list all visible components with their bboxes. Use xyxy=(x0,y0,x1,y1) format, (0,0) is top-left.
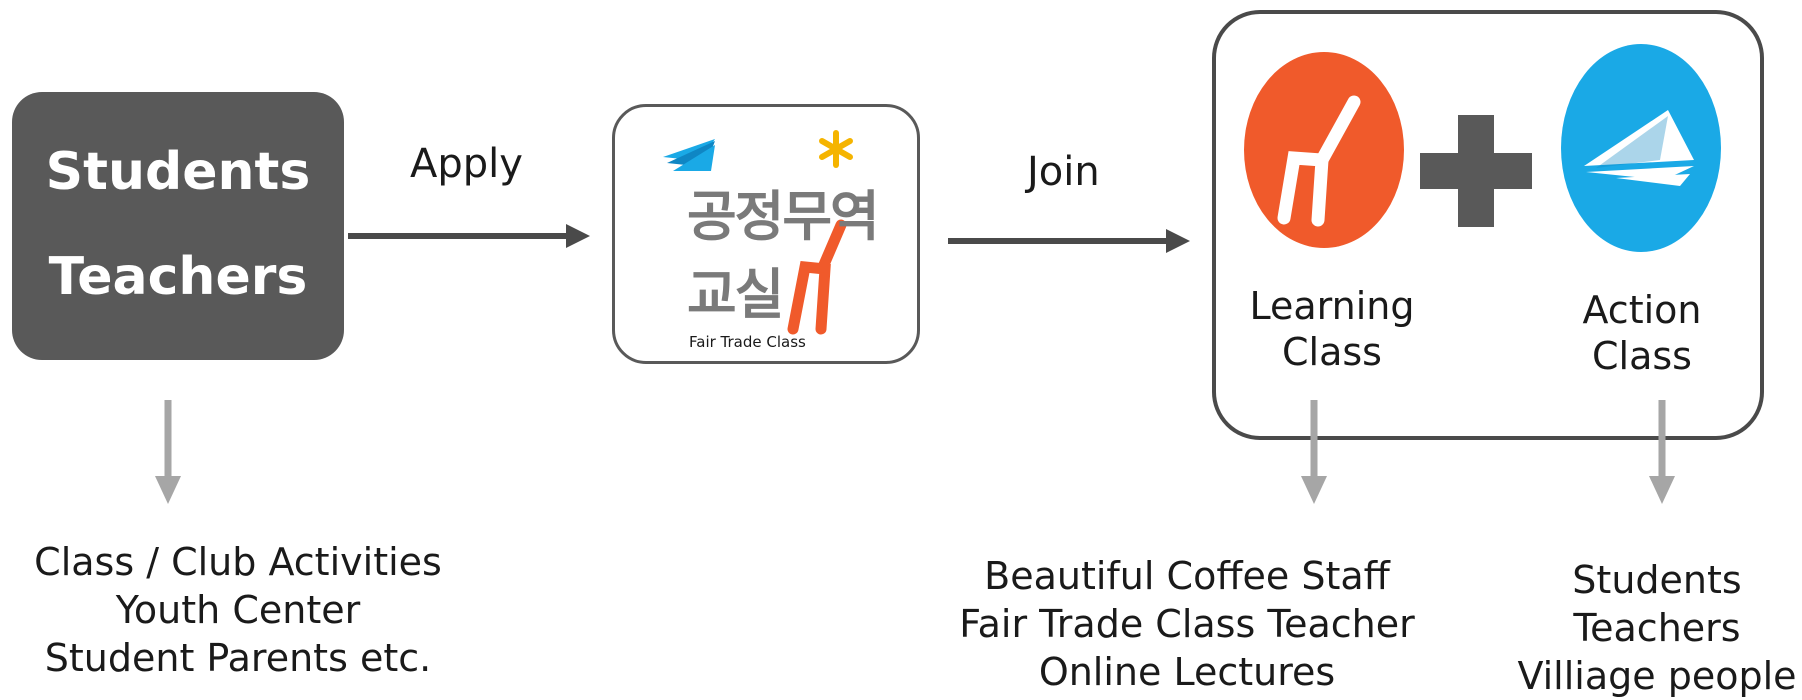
paper-plane-icon xyxy=(663,139,715,171)
learning-class-line2: Class xyxy=(1282,330,1382,374)
plus-icon xyxy=(1420,115,1532,227)
chair-icon xyxy=(787,219,847,335)
apply-arrow xyxy=(348,224,590,248)
action-down-arrow xyxy=(1649,400,1675,504)
asterisk-icon xyxy=(819,130,853,168)
learning-detail-3: Online Lectures xyxy=(1038,650,1336,694)
fair-trade-class-logo: 공정무역 교실 Fair Trade Class xyxy=(612,104,920,364)
students-label: Students xyxy=(45,142,311,202)
learning-class-label: Learning Class xyxy=(1232,283,1432,375)
learning-class-icon xyxy=(1244,52,1404,248)
logo-english-caption: Fair Trade Class xyxy=(689,333,806,351)
sources-detail-2: Youth Center xyxy=(115,588,361,632)
action-details: Students Teachers Villiage people xyxy=(1512,556,1802,700)
paper-plane-icon xyxy=(1584,110,1694,186)
action-detail-2: Teachers xyxy=(1573,606,1741,650)
join-arrow xyxy=(948,229,1190,253)
sources-details: Class / Club Activities Youth Center Stu… xyxy=(18,538,458,682)
sources-detail-1: Class / Club Activities xyxy=(34,540,442,584)
learning-details: Beautiful Coffee Staff Fair Trade Class … xyxy=(952,552,1422,696)
learning-class-line1: Learning xyxy=(1249,284,1415,328)
action-detail-3: Villiage people xyxy=(1517,654,1797,698)
students-teachers-box: Students Teachers xyxy=(12,92,344,360)
sources-detail-3: Student Parents etc. xyxy=(44,636,432,680)
action-class-icon xyxy=(1561,44,1721,252)
join-label: Join xyxy=(1027,149,1100,195)
learning-down-arrow xyxy=(1301,400,1327,504)
sources-down-arrow xyxy=(155,400,181,504)
action-detail-1: Students xyxy=(1572,558,1742,602)
action-class-line1: Action xyxy=(1582,288,1702,332)
action-class-label: Action Class xyxy=(1562,287,1722,379)
learning-detail-2: Fair Trade Class Teacher xyxy=(959,602,1415,646)
logo-korean-line1: 공정무역 xyxy=(687,185,880,248)
apply-label: Apply xyxy=(410,141,523,187)
action-class-line2: Class xyxy=(1592,334,1692,378)
learning-detail-1: Beautiful Coffee Staff xyxy=(984,554,1390,598)
logo-korean-line2: 교실 xyxy=(687,263,784,326)
teachers-label: Teachers xyxy=(48,247,308,307)
chair-icon xyxy=(1277,95,1361,227)
